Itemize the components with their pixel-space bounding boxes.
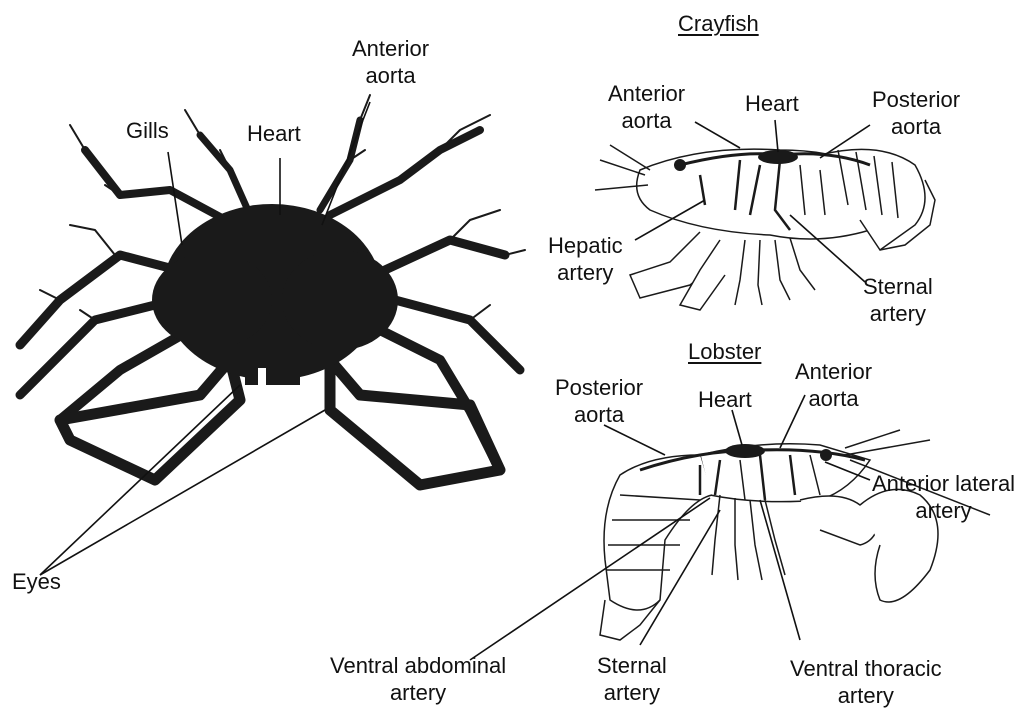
crayfish-hepatic-artery-label: Hepatic artery: [548, 232, 623, 286]
crab-eyes-label: Eyes: [12, 568, 61, 595]
crab-leg: [60, 330, 190, 440]
leader-line: [604, 425, 665, 455]
leader-line: [40, 410, 325, 575]
crab-body-lobe: [152, 252, 272, 348]
crab-eye-gap: [258, 368, 266, 390]
lobster-drawing: [600, 430, 990, 640]
crayfish-title: Crayfish: [678, 10, 759, 37]
lobster-title: Lobster: [688, 338, 761, 365]
lobster-heart-label: Heart: [698, 386, 752, 413]
lobster-ventral-abdominal-artery-label: Ventral abdominal artery: [330, 652, 506, 706]
lobster-eye: [820, 449, 832, 461]
leader-line: [732, 410, 742, 445]
crayfish-heart-label: Heart: [745, 90, 799, 117]
lobster-heart: [725, 444, 765, 458]
crayfish-heart: [758, 150, 798, 164]
lobster-posterior-aorta-label: Posterior aorta: [555, 374, 643, 428]
crab-body-lobe: [282, 250, 398, 350]
crayfish-posterior-aorta-label: Posterior aorta: [872, 86, 960, 140]
lobster-anterior-lateral-artery-label: Anterior lateral artery: [872, 470, 1015, 524]
crab-heart-label: Heart: [247, 120, 301, 147]
crab-leg: [320, 120, 360, 210]
crayfish-sternal-artery-label: Sternal artery: [863, 273, 933, 327]
leader-line: [470, 498, 710, 660]
crab-claw-frame: [330, 360, 500, 485]
lobster-leg: [712, 495, 785, 580]
lobster-anterior-aorta-label: Anterior aorta: [795, 358, 872, 412]
crab-leg: [395, 300, 520, 370]
crayfish-leg: [735, 238, 815, 305]
crayfish-anterior-aorta-label: Anterior aorta: [608, 80, 685, 134]
crab-leg: [385, 240, 505, 270]
crab-claw-frame: [60, 360, 240, 480]
leader-line: [775, 120, 778, 152]
crab-leg: [200, 135, 250, 215]
lobster-sternal-artery-label: Sternal artery: [597, 652, 667, 706]
leader-line: [760, 500, 800, 640]
crab-eye-stalk: [245, 355, 300, 385]
crab-gills-label: Gills: [126, 117, 169, 144]
leader-line: [695, 122, 740, 148]
crab-anterior-aorta-label: Anterior aorta: [352, 35, 429, 89]
lobster-ventral-thoracic-artery-label: Ventral thoracic artery: [790, 655, 942, 709]
crayfish-eye: [674, 159, 686, 171]
